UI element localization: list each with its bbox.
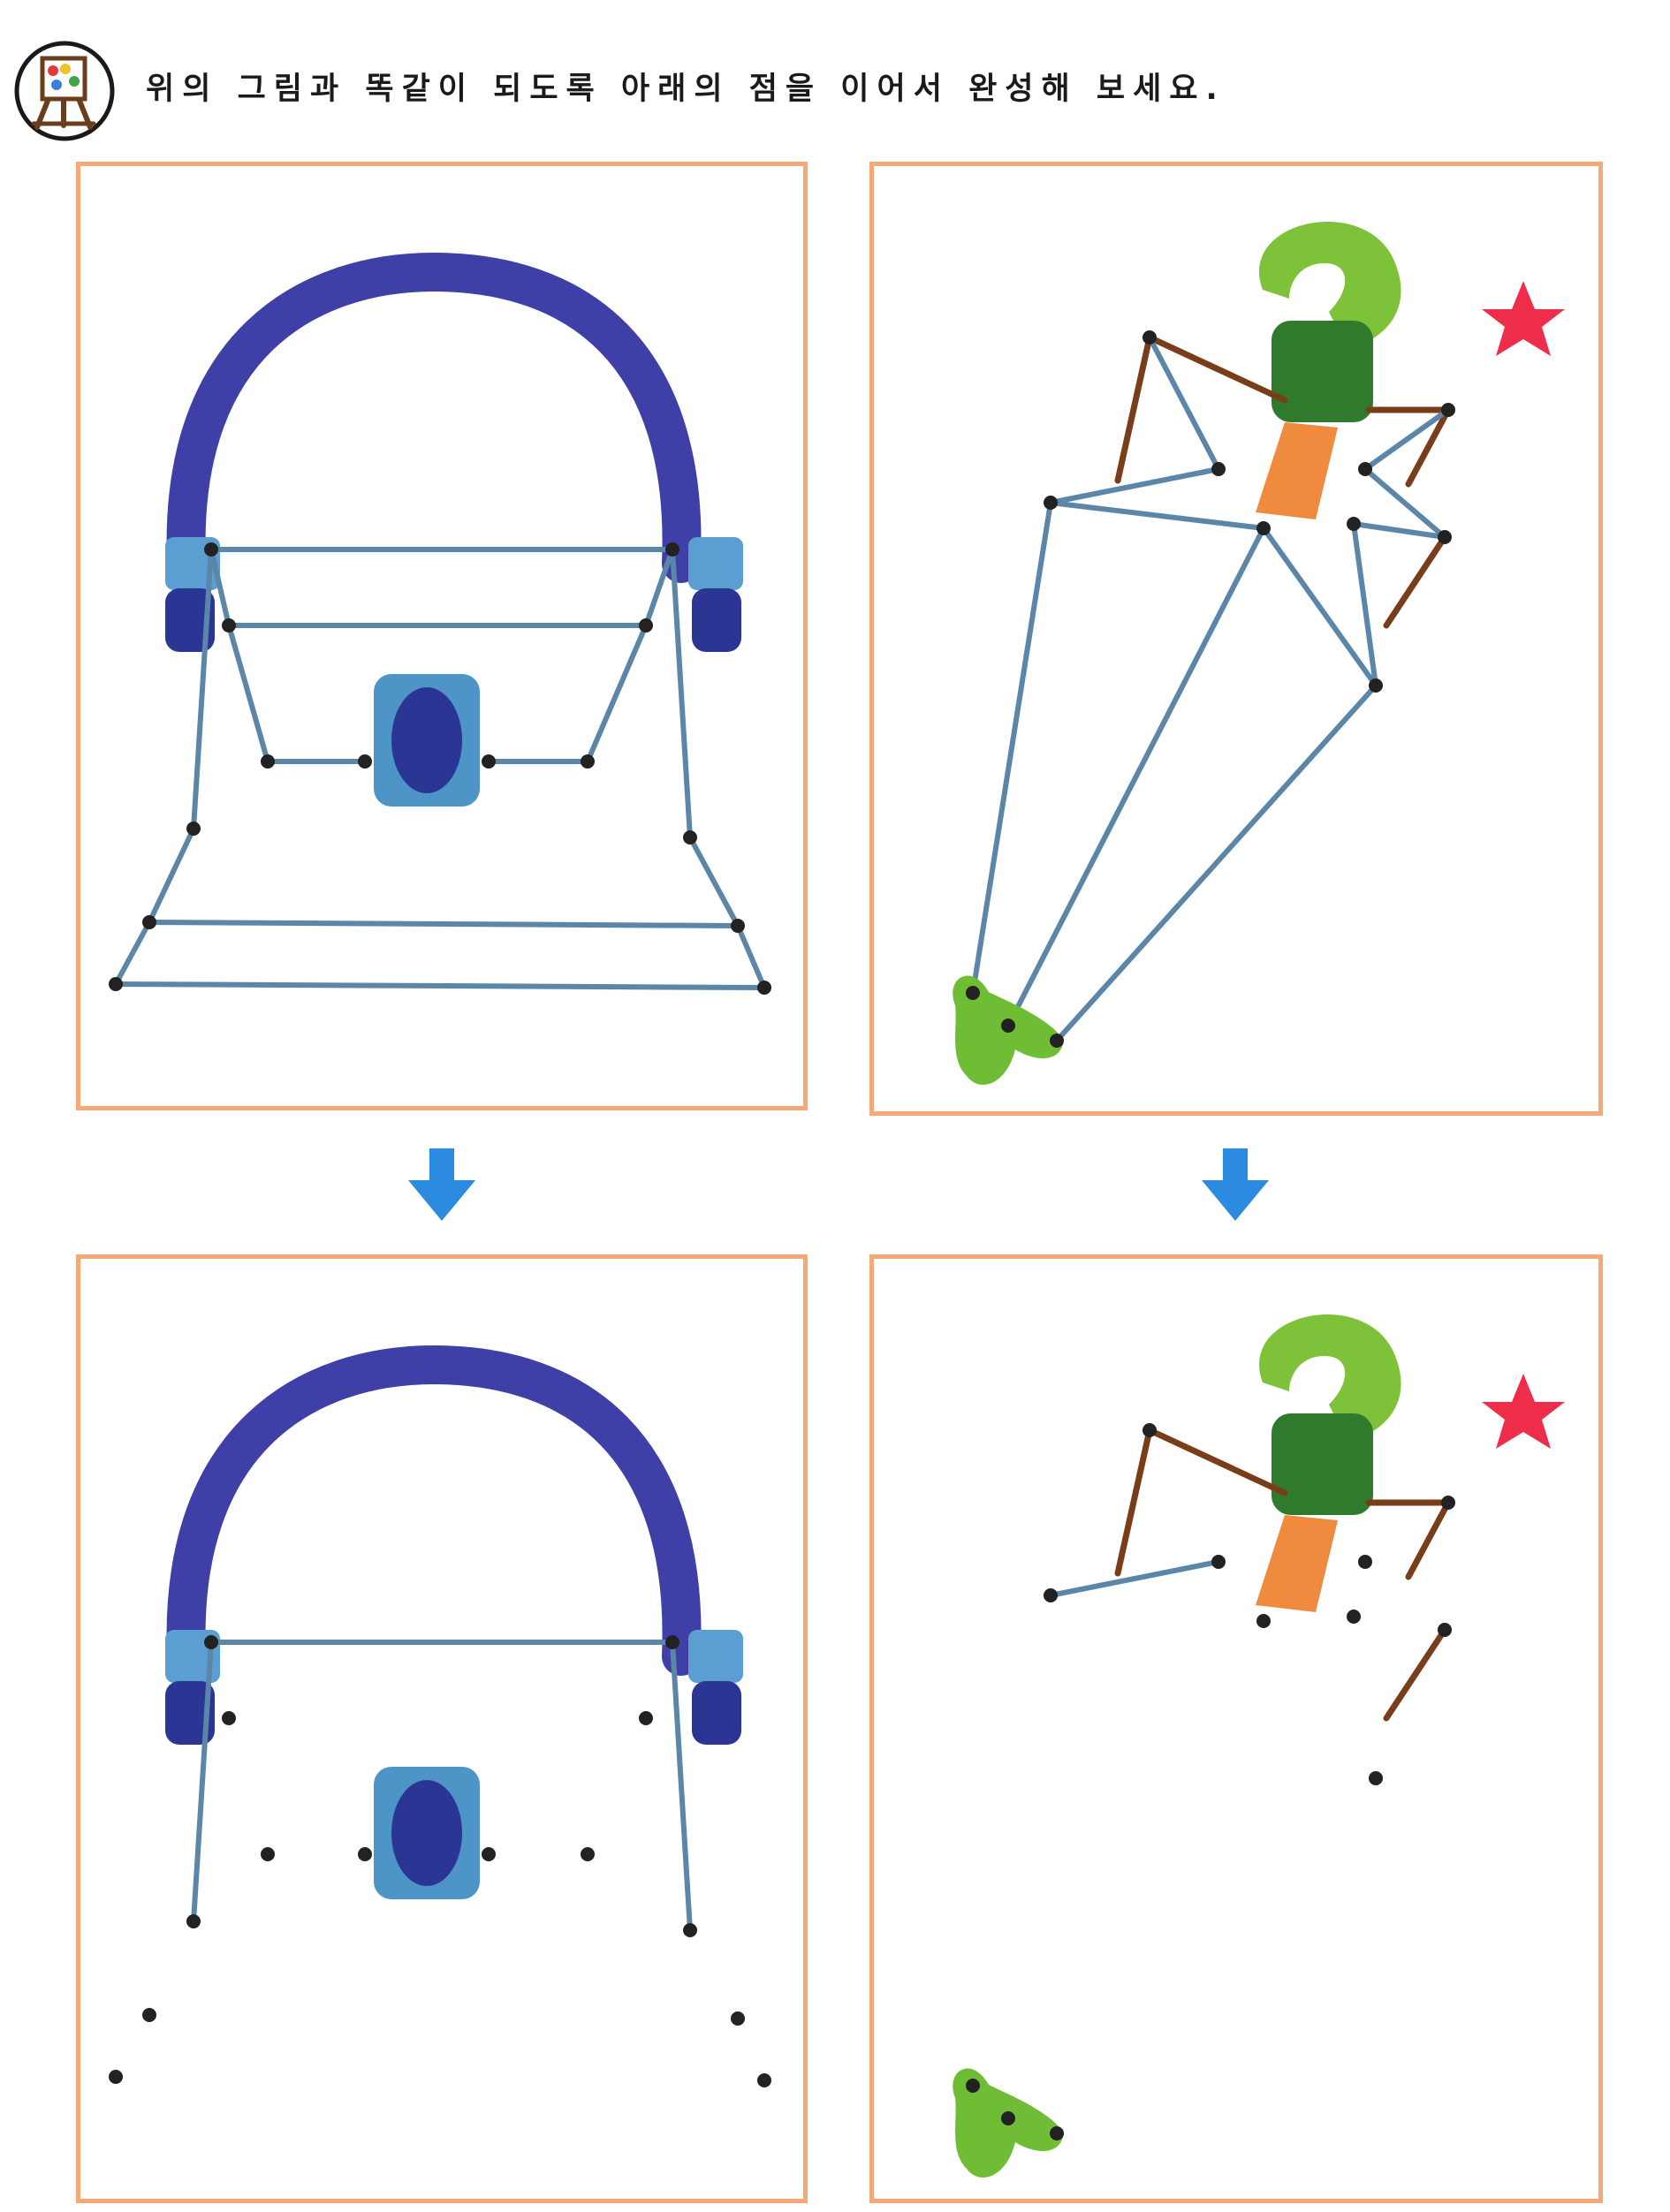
star-icon — [1482, 281, 1565, 356]
umbrella-ribs — [1114, 334, 1452, 629]
headband — [166, 1345, 702, 1676]
instruction-text: 위의 그림과 똑같이 되도록 아래의 점을 이어서 완성해 보세요. — [146, 72, 1226, 107]
star-icon — [1482, 1374, 1565, 1449]
right-earcup-bottom — [692, 1681, 741, 1745]
right-earcup-bottom — [692, 588, 741, 652]
umbrella-collar — [1256, 422, 1338, 519]
speaker-cone — [391, 687, 462, 793]
dots — [966, 330, 1455, 1048]
headphone-exercise-panel — [76, 1254, 808, 2203]
given-lines — [1048, 1559, 1221, 1598]
dots-to-connect[interactable] — [109, 1635, 771, 2087]
dots-to-connect[interactable] — [966, 1423, 1455, 2140]
umbrella-hook — [1259, 221, 1401, 347]
umbrella-handle-grip — [1271, 1413, 1373, 1515]
connecting-lines — [970, 335, 1451, 1043]
umbrella-hook — [1259, 1314, 1401, 1440]
right-earcup-top — [688, 1630, 743, 1683]
given-lines — [191, 1640, 693, 1933]
umbrella-collar — [1256, 1515, 1338, 1612]
connecting-lines — [113, 547, 767, 990]
umbrella-model-panel — [869, 162, 1603, 1116]
down-arrow-icon — [1202, 1148, 1269, 1221]
easel-painting-icon — [14, 41, 115, 141]
dots — [109, 542, 771, 995]
umbrella-exercise-panel — [869, 1254, 1603, 2203]
left-earcup-bottom — [165, 1681, 215, 1745]
down-arrow-icon — [408, 1148, 475, 1221]
headband — [166, 252, 702, 583]
left-earcup-bottom — [165, 588, 215, 652]
umbrella-ribs — [1114, 1427, 1452, 1722]
right-earcup-top — [688, 537, 743, 590]
speaker-cone — [391, 1780, 462, 1886]
header — [12, 39, 117, 143]
umbrella-handle-grip — [1271, 321, 1373, 422]
headphone-model-panel — [76, 162, 808, 1110]
